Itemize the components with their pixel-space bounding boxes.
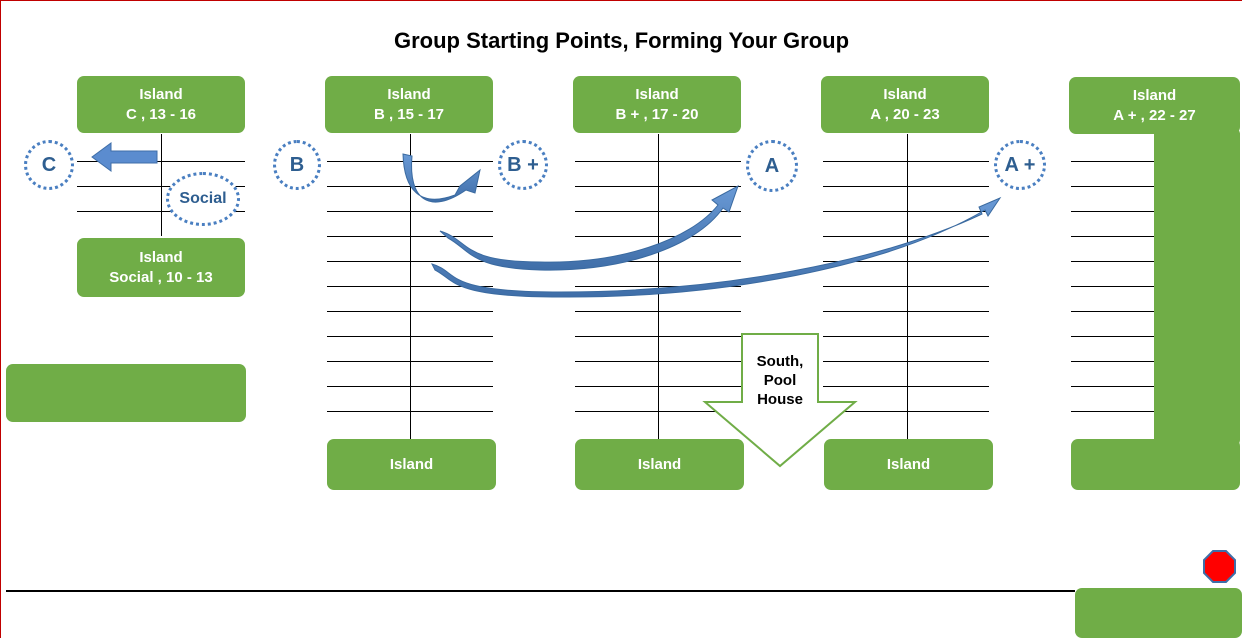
bottom-right-green-block	[1075, 588, 1242, 638]
grid-divider	[410, 134, 411, 439]
island-bottom-3: Island	[824, 439, 993, 490]
grid-line	[1071, 286, 1155, 287]
island-bottom-1: Island	[327, 439, 496, 490]
grid-line	[823, 211, 989, 212]
grid-line	[823, 286, 989, 287]
page-title: Group Starting Points, Forming Your Grou…	[393, 28, 850, 53]
marker-c: C	[24, 140, 74, 190]
grid-divider	[658, 134, 659, 439]
south-pool-house-arrow	[702, 333, 858, 468]
arrow-to-a	[439, 184, 739, 271]
island-b: Island B , 15 - 17	[325, 76, 493, 133]
grid-line	[823, 161, 989, 162]
right-green-block	[1154, 128, 1240, 446]
grid-line	[823, 386, 989, 387]
grid-line	[823, 411, 989, 412]
grid-line	[823, 361, 989, 362]
grid-divider	[161, 134, 162, 236]
marker-b-plus: B +	[498, 140, 548, 190]
south-label-line3: House	[757, 391, 803, 408]
marker-b: B	[273, 140, 321, 190]
island-c-title: Island	[139, 85, 183, 103]
grid-line	[1071, 211, 1155, 212]
grid-line	[1071, 161, 1155, 162]
south-label-line1: South,	[756, 353, 804, 370]
marker-a: A	[746, 140, 798, 192]
grid-line	[1071, 386, 1155, 387]
island-bottom-3-title: Island	[886, 455, 931, 473]
grid-line	[823, 236, 989, 237]
island-b-plus: Island B + , 17 - 20	[573, 76, 741, 133]
grid-line	[1071, 336, 1155, 337]
island-a-range: A , 20 - 23	[870, 105, 940, 123]
grid-line	[823, 261, 989, 262]
marker-social: Social	[166, 172, 240, 226]
island-a-plus-title: Island	[1132, 86, 1177, 104]
arrow-to-c	[91, 142, 158, 172]
island-a: Island A , 20 - 23	[821, 76, 989, 133]
grid-line	[1071, 361, 1155, 362]
grid-line	[823, 336, 989, 337]
south-pool-house-label: South, Pool House	[745, 352, 815, 409]
grid-line	[823, 186, 989, 187]
grid-line	[823, 311, 989, 312]
island-social: Island Social , 10 - 13	[77, 238, 245, 297]
arrow-to-a-plus	[431, 196, 1002, 298]
grid-line	[1071, 236, 1155, 237]
island-bottom-4	[1071, 439, 1240, 490]
island-a-plus: Island A + , 22 - 27	[1069, 77, 1240, 134]
grid-divider	[907, 134, 908, 439]
island-a-title: Island	[883, 85, 927, 103]
grid-line	[1071, 261, 1155, 262]
south-label-line2: Pool	[763, 372, 797, 389]
grid-line	[1071, 186, 1155, 187]
island-b-range: B , 15 - 17	[373, 105, 445, 123]
island-social-range: Social , 10 - 13	[109, 268, 213, 286]
island-a-plus-range: A + , 22 - 27	[1113, 106, 1196, 124]
left-green-block	[6, 364, 246, 422]
island-b-title: Island	[387, 85, 431, 103]
island-social-title: Island	[139, 248, 183, 266]
grid-line	[1071, 311, 1155, 312]
island-bottom-2: Island	[575, 439, 744, 490]
grid-line	[1071, 411, 1155, 412]
marker-a-plus: A +	[994, 140, 1046, 190]
island-b-plus-range: B + , 17 - 20	[615, 105, 699, 123]
island-c: Island C , 13 - 16	[77, 76, 245, 133]
stop-sign-icon	[1203, 550, 1236, 583]
island-bottom-1-title: Island	[389, 455, 434, 473]
island-c-range: C , 13 - 16	[125, 105, 197, 123]
arrow-b-to-b-plus	[402, 153, 481, 203]
bottom-rule	[6, 590, 1075, 592]
island-b-plus-title: Island	[635, 85, 679, 103]
island-bottom-2-title: Island	[637, 455, 682, 473]
